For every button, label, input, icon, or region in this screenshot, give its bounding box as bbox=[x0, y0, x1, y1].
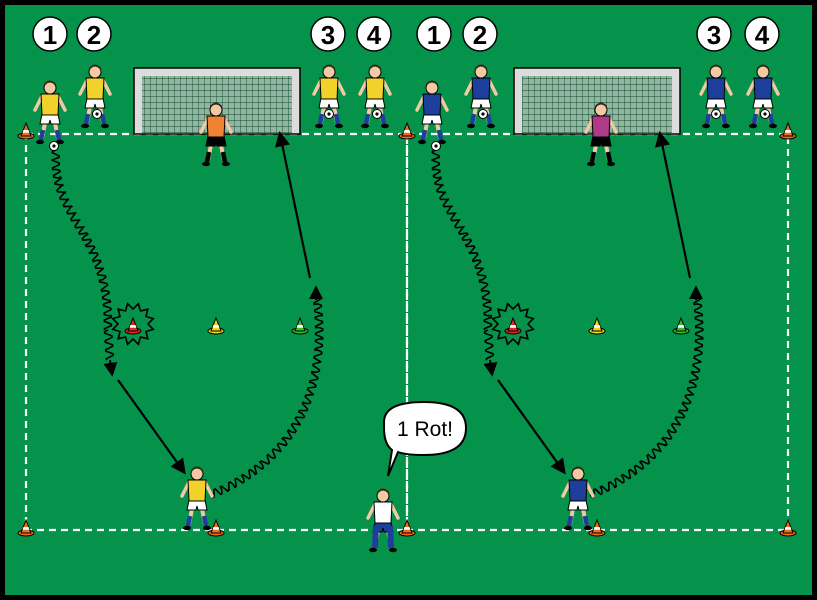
pass-arrow bbox=[497, 379, 566, 475]
dribble-path bbox=[589, 291, 704, 499]
goalkeeper-icon bbox=[199, 102, 233, 167]
ball-icon bbox=[92, 109, 102, 119]
ball-icon bbox=[372, 109, 382, 119]
speech-bubble-icon: 1 Rot! bbox=[383, 400, 468, 477]
defender-zone-icon bbox=[491, 302, 535, 346]
end-labels-left: 3 4 bbox=[310, 16, 392, 52]
start-labels-left: 1 2 bbox=[32, 16, 112, 52]
dribble-path bbox=[209, 291, 324, 499]
cone-icon bbox=[17, 518, 35, 537]
dribble-path bbox=[103, 329, 115, 361]
shot-arrow bbox=[274, 130, 312, 279]
ball-icon bbox=[711, 109, 721, 119]
goalkeeper-icon bbox=[584, 102, 618, 167]
end-labels-right: 3 4 bbox=[696, 16, 780, 52]
start-labels-right: 1 2 bbox=[416, 16, 498, 52]
player-icon bbox=[415, 80, 449, 151]
cone-icon bbox=[124, 316, 142, 335]
label-1: 1 bbox=[43, 20, 57, 50]
dribble-path bbox=[483, 329, 495, 361]
arrow bbox=[483, 359, 498, 377]
players bbox=[33, 64, 780, 553]
cone-icon bbox=[291, 316, 309, 335]
dribble-path bbox=[51, 149, 113, 330]
ball-icon bbox=[478, 109, 488, 119]
shot-arrow bbox=[654, 130, 692, 279]
player-icon bbox=[746, 64, 780, 129]
cone-icon bbox=[672, 316, 690, 335]
cone-icon bbox=[504, 316, 522, 335]
ball-icon bbox=[324, 109, 334, 119]
cone-icon bbox=[398, 121, 416, 140]
label-2: 2 bbox=[87, 20, 101, 50]
arrow bbox=[103, 359, 118, 377]
coach-icon bbox=[366, 488, 400, 553]
cone-icon bbox=[588, 316, 606, 335]
cone-icon bbox=[779, 121, 797, 140]
movement-paths bbox=[51, 130, 704, 499]
cone-icon bbox=[588, 518, 606, 537]
player-icon bbox=[561, 466, 595, 531]
player-icon bbox=[180, 466, 214, 531]
pass-arrow bbox=[117, 379, 186, 475]
cone-icon bbox=[207, 316, 225, 335]
dribble-path bbox=[431, 149, 493, 330]
player-icon bbox=[464, 64, 498, 129]
label-4: 4 bbox=[367, 20, 382, 50]
cones bbox=[17, 121, 797, 537]
label-2: 2 bbox=[473, 20, 487, 50]
label-4: 4 bbox=[755, 20, 770, 50]
ball-icon bbox=[49, 141, 59, 151]
ball-icon bbox=[431, 141, 441, 151]
pitch bbox=[5, 5, 812, 595]
player-icon bbox=[78, 64, 112, 129]
player-icon bbox=[699, 64, 733, 129]
player-icon bbox=[358, 64, 392, 129]
label-3: 3 bbox=[321, 20, 335, 50]
label-1: 1 bbox=[427, 20, 441, 50]
cone-icon bbox=[207, 518, 225, 537]
player-icon bbox=[312, 64, 346, 129]
field-boundaries bbox=[24, 132, 790, 532]
coach-speech: 1 Rot! bbox=[397, 418, 453, 441]
cone-icon bbox=[17, 121, 35, 140]
ball-icon bbox=[760, 109, 770, 119]
player-icon bbox=[33, 80, 67, 151]
cone-icon bbox=[779, 518, 797, 537]
defender-zone-icon bbox=[111, 302, 155, 346]
label-3: 3 bbox=[707, 20, 721, 50]
cone-icon bbox=[398, 518, 416, 537]
